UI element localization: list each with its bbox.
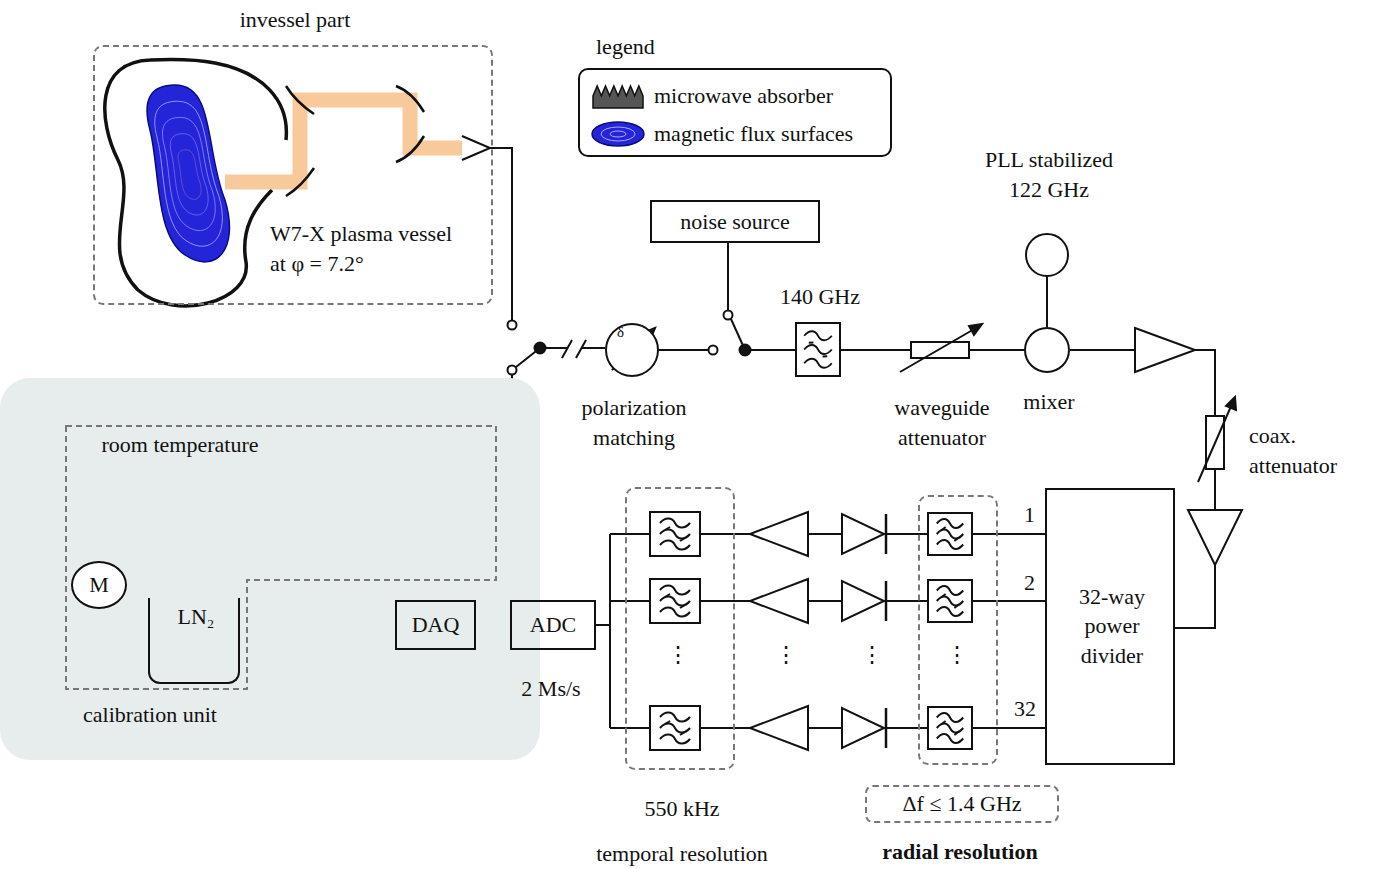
node-label: noise source [652,207,818,237]
microwave-beam [225,100,476,182]
attenuator-arrow-head [1226,397,1236,410]
line-break [562,340,572,358]
node-label: Δf ≤ 1.4 GHz [865,785,1059,823]
diode-symbol [842,581,886,621]
motor: M [71,561,127,609]
mixer: mixer [1024,327,1070,373]
node-label: coax. attenuator [1249,421,1353,480]
ln2-bath: LN₂ [148,598,240,684]
legend-swatch [590,82,646,110]
daq-box: DAQ [395,600,476,650]
power-divider: 32-way power divider [1045,488,1175,765]
signal-wire [998,534,1045,728]
bandpass-filter [928,580,972,622]
amplifier-symbol [1135,328,1195,372]
node-label: invessel part [95,5,495,35]
ellipsis: ⋮ [946,640,968,670]
legend-box: microwave absorber magnetic flux surfaces [578,68,892,157]
ellipsis: ⋮ [861,640,883,670]
coax-attenuator: coax. attenuator [1205,415,1225,470]
rf-filter: 140 GHz [795,322,841,377]
node-sublabel: temporal resolution [567,839,797,869]
legend-row: magnetic flux surfaces [590,116,890,152]
signal-wire [493,148,605,348]
node-label: calibration unit [55,700,245,730]
node-label: LN₂ [150,602,242,632]
attenuator-arrow [1198,404,1232,482]
node-label: DAQ [397,610,474,640]
region-outline [65,425,497,690]
node-label: waveguide attenuator [877,393,1007,452]
line-break-gap [567,338,581,362]
ellipsis: ⋮ [775,640,797,670]
node-label: 550 kHz [627,794,737,824]
channel-number: 32 [1014,694,1036,724]
node-sublabel: radial resolution [860,837,1060,867]
node-label: room temperature [75,430,285,460]
adc-box: ADC2 Ms/s [510,600,596,650]
signal-wire [735,534,918,728]
radial-filter-bank: Δf ≤ 1.4 GHzradial resolution [918,495,998,765]
node-sublabel: W7-X plasma vessel at φ = 7.2° [270,219,462,278]
diode-symbol [842,514,886,554]
filter-symbol [804,331,832,368]
line-break [576,340,586,358]
node-label: 140 GHz [765,282,875,312]
attenuator-arrow-head [969,324,982,335]
node-label: ADC [512,610,594,640]
waveguide-attenuator: waveguide attenuator [910,341,970,359]
legend-text: magnetic flux surfaces [654,119,853,149]
signal-wire [596,534,625,728]
legend-swatch [590,120,646,148]
switch-terminal [724,311,733,320]
signal-wire [841,349,910,351]
ellipsis: ⋮ [667,640,689,670]
noise-source-box: noise source [650,200,820,243]
node-sublabel: 2 Ms/s [502,674,600,704]
diode-symbol [842,708,886,748]
lowpass-filter [650,512,700,556]
node-sublabel: polarization matching [559,393,709,452]
node-label: M [73,570,125,600]
signal-wire [970,349,1024,351]
channel-number: 1 [1024,500,1035,530]
amplifier-symbol [750,706,808,750]
flux-surfaces [147,85,229,262]
switch-pivot [740,345,751,356]
lowpass-filter [650,706,700,750]
signal-wire [1046,277,1048,327]
bandpass-filter [928,513,972,555]
legend-heading: legend [596,32,655,62]
node-label: δ [617,325,631,340]
bandpass-filter [928,707,972,749]
channel-number: 2 [1024,568,1035,598]
amplifier-symbol [750,579,808,623]
legend-text: microwave absorber [654,81,833,111]
amplifier-symbol [1188,510,1242,565]
switch-terminal [508,321,517,330]
legend-row: microwave absorber [590,78,890,114]
node-label: mixer [1004,387,1094,417]
amplifier-symbol [750,512,808,556]
oscillator: PLL stabilized 122 GHz [1025,233,1069,277]
invessel-region: invessel partW7-X plasma vessel at φ = 7… [93,45,493,305]
node-label: PLL stabilized 122 GHz [972,145,1126,204]
switch-terminal [709,346,718,355]
calibration-region: calibration unit room temperatureM LN₂ [0,378,540,760]
lowpass-filter [650,579,700,623]
switch-pivot [535,343,546,354]
attenuator-arrow [900,328,976,372]
polarizer: δpolarization matching [605,323,659,377]
room-temperature-region: room temperatureM LN₂ [65,425,497,690]
temporal-filter-bank: 550 kHztemporal resolution [625,487,735,770]
switch-terminal [508,366,517,375]
node-label: 32-way power divider [1066,582,1158,671]
